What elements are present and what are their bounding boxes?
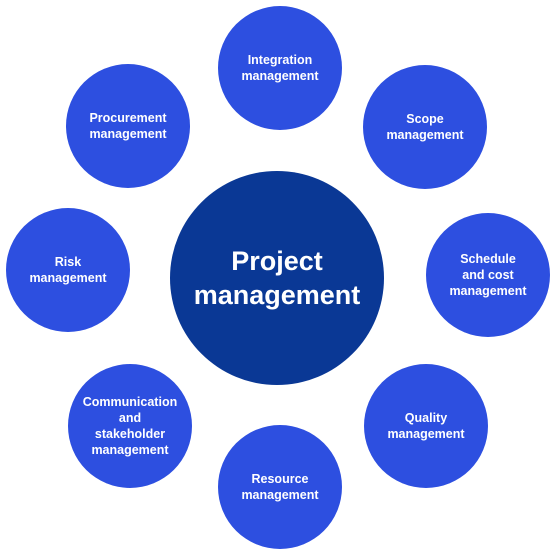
node-schedule-and-cost-management: Schedule and cost management — [426, 213, 550, 337]
node-label-risk: Risk management — [29, 255, 107, 285]
node-resource-management: Resource management — [218, 425, 342, 549]
center-node-label: Project management — [193, 246, 361, 310]
node-label-schedule: Schedule and cost management — [449, 252, 527, 298]
node-label-quality: Quality management — [387, 411, 465, 441]
node-scope-management: Scope management — [363, 65, 487, 189]
node-communication-and-stakeholder-management: Communication and stakeholder management — [68, 364, 192, 488]
node-procurement-management: Procurement management — [66, 64, 190, 188]
node-label-communication: Communication and stakeholder management — [82, 395, 178, 457]
center-node-project-management: Project management — [170, 171, 384, 385]
node-label-scope: Scope management — [386, 112, 464, 142]
node-quality-management: Quality management — [364, 364, 488, 488]
node-integration-management: Integration management — [218, 6, 342, 130]
node-risk-management: Risk management — [6, 208, 130, 332]
node-label-integration: Integration management — [241, 53, 319, 83]
node-label-procurement: Procurement management — [89, 111, 167, 141]
node-label-resource: Resource management — [241, 472, 319, 502]
